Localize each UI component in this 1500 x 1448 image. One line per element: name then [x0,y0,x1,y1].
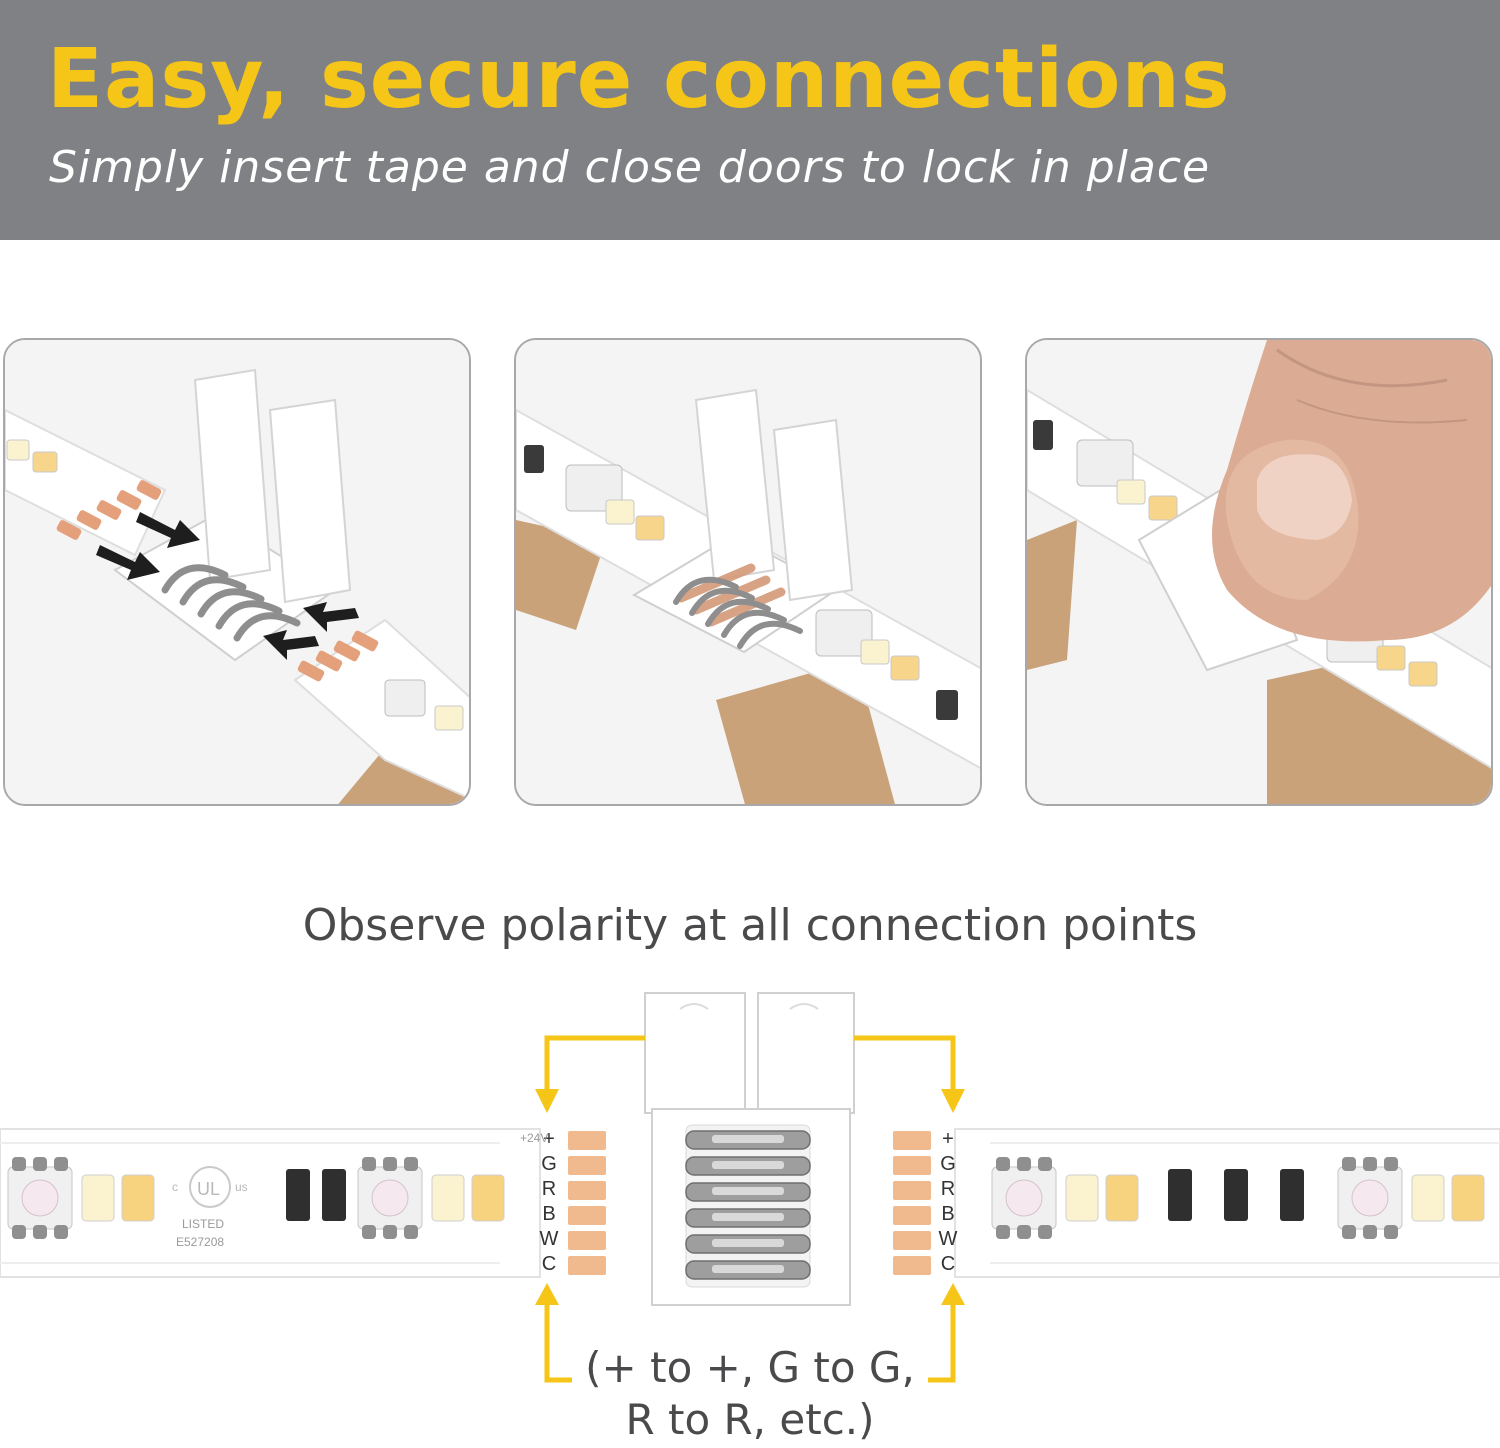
pin-label-right-r: R [940,1178,956,1200]
pin-label-right-b: B [941,1203,955,1225]
pin-label-right-w: W [938,1228,958,1250]
page-title: Easy, secure connections [47,32,1231,127]
voltage-label: +24V [520,1131,549,1145]
led-rgb-2 [357,1157,423,1239]
polarity-caption-line2: R to R, etc.) [625,1395,875,1444]
polarity-heading: Observe polarity at all connection point… [302,900,1198,951]
cert-listed-label: LISTED [182,1217,225,1231]
closed-connector [644,992,855,1306]
connector-open-loaded-icon [516,340,980,804]
step-panel-insert [3,338,471,806]
polarity-arrows [544,1035,956,1383]
pin-label-right-plus: + [942,1128,954,1150]
pin-label-right-g: G [940,1153,956,1175]
header-banner: Easy, secure connections Simply insert t… [0,0,1500,240]
step-panel-close [1025,338,1493,806]
pin-label-left-b: B [542,1203,556,1225]
led-rgb-4 [1337,1157,1403,1239]
led-rgb-1 [7,1157,73,1239]
cert-number-label: E527208 [176,1235,225,1249]
finger-press-icon [1027,340,1491,804]
polarity-caption-line1: (+ to +, G to G, [585,1343,915,1392]
step-panel-seated [514,338,982,806]
polarity-diagram: UL c us [0,985,1500,1448]
svg-text:us: us [235,1180,248,1194]
page-subtitle: Simply insert tape and close doors to lo… [49,142,1211,193]
pin-label-left-g: G [541,1153,557,1175]
svg-text:UL: UL [197,1179,220,1199]
pin-label-left-w: W [539,1228,559,1250]
polarity-diagram-art: UL c us [0,992,1500,1383]
pin-label-right-c: C [940,1253,956,1275]
pin-label-left-c: C [541,1253,557,1275]
led-rgb-3 [991,1157,1057,1239]
pin-label-left-r: R [541,1178,557,1200]
svg-text:c: c [172,1180,178,1194]
pin-label-left-plus: + [543,1128,555,1150]
connector-open-arrows-icon [5,340,469,804]
